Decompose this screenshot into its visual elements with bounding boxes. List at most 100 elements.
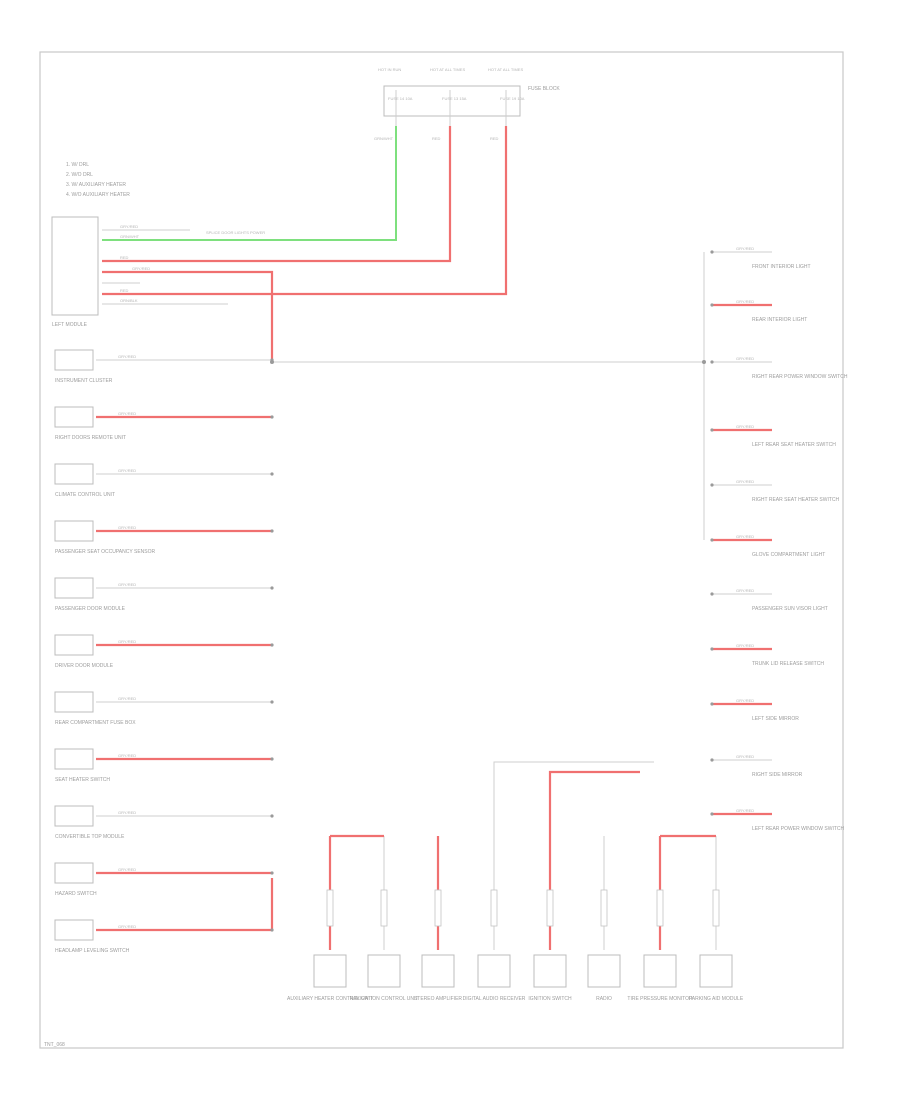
bottom-component-label: AUXILIARY HEATER CONTROL UNIT xyxy=(287,996,373,1002)
left-component-box xyxy=(54,691,94,713)
wire-end-node xyxy=(710,250,714,254)
fuse-top-label: HOT AT ALL TIMES xyxy=(488,67,523,72)
bottom-component-box xyxy=(313,954,347,988)
right-component-wire-label: GRY/RED xyxy=(736,534,754,539)
left-component-wire-label: GRY/RED xyxy=(118,867,136,872)
fuse-box xyxy=(383,85,521,117)
right-component-label: LEFT REAR POWER WINDOW SWITCH xyxy=(752,826,845,832)
feed-wire-red xyxy=(102,126,508,296)
header-wire-label: GRY/RED xyxy=(132,266,150,271)
bottom-component-box xyxy=(533,954,567,988)
wire-end-node xyxy=(710,483,714,487)
left-component-label: INSTRUMENT CLUSTER xyxy=(55,378,113,384)
diagram-frame xyxy=(39,51,844,1049)
bottom-feed-wire xyxy=(493,761,654,836)
right-component-wire-label: GRY/RED xyxy=(736,643,754,648)
left-component-box xyxy=(54,349,94,371)
bottom-component-box xyxy=(477,954,511,988)
bottom-component-label: RADIO xyxy=(596,996,612,1002)
left-component-label: HAZARD SWITCH xyxy=(55,891,97,897)
fuse-wire-label: RED xyxy=(490,136,499,141)
fuse-block: FUSE BLOCK HOT IN RUN FUSE 14 10A GRN/WH… xyxy=(374,67,560,141)
legend: 1. W/ DRL 2. W/O DRL 3. W/ AUXILIARY HEA… xyxy=(66,162,130,198)
wire-end-node xyxy=(710,758,714,762)
fuse-box-label: FUSE BLOCK xyxy=(528,86,560,92)
right-component-wire-label: GRY/RED xyxy=(736,479,754,484)
connector xyxy=(546,889,554,927)
bottom-component-label: IGNITION SWITCH xyxy=(528,996,572,1002)
left-component-box xyxy=(54,406,94,428)
header-wire-label: GRN/WHT xyxy=(120,234,140,239)
wire-end-node xyxy=(710,303,714,307)
fuse-top-label: HOT IN RUN xyxy=(378,67,401,72)
left-component-label: SEAT HEATER SWITCH xyxy=(55,777,110,783)
left-component-wire-label: GRY/RED xyxy=(118,411,136,416)
left-component-label: CLIMATE CONTROL UNIT xyxy=(55,492,115,498)
footer-code: TNT_068 xyxy=(44,1042,65,1048)
left-component-wire-label: GRY/RED xyxy=(118,924,136,929)
bottom-feed-wire xyxy=(548,770,640,836)
left-component-wire-label: GRY/RED xyxy=(118,639,136,644)
wire-end-node xyxy=(710,592,714,596)
fuse-wire-label: RED xyxy=(432,136,441,141)
connector xyxy=(434,889,442,927)
wire-end-node xyxy=(270,529,274,533)
bottom-component-label: PARKING AID MODULE xyxy=(689,996,744,1002)
left-component-wire-label: GRY/RED xyxy=(118,468,136,473)
right-component-wire-label: GRY/RED xyxy=(736,698,754,703)
wire-end-node xyxy=(270,700,274,704)
wire-end-node xyxy=(270,814,274,818)
connector xyxy=(656,889,664,927)
left-component-label: RIGHT DOORS REMOTE UNIT xyxy=(55,435,126,441)
wire-end-node xyxy=(710,702,714,706)
bottom-component-label: NAVIGATION CONTROL UNIT xyxy=(350,996,419,1002)
header-wire-label: RED xyxy=(120,288,129,293)
wire-end-node xyxy=(710,428,714,432)
left-component-label: CONVERTIBLE TOP MODULE xyxy=(55,834,125,840)
right-component-wire-label: GRY/RED xyxy=(736,356,754,361)
left-component-box xyxy=(54,634,94,656)
feed-wire-green xyxy=(102,126,397,241)
central-module: LEFT MODULE GRY/RED GRN/WHT RED GRY/RED … xyxy=(51,216,265,328)
connector xyxy=(712,889,720,927)
right-component-label: PASSENGER SUN VISOR LIGHT xyxy=(752,606,828,612)
right-component-wire-label: GRY/RED xyxy=(736,299,754,304)
legend-item: 4. W/O AUXILIARY HEATER xyxy=(66,192,130,198)
right-component-wire-label: GRY/RED xyxy=(736,246,754,251)
right-component-label: TRUNK LID RELEASE SWITCH xyxy=(752,661,824,667)
right-component-wire-label: GRY/RED xyxy=(736,588,754,593)
connector xyxy=(380,889,388,927)
right-component-label: GLOVE COMPARTMENT LIGHT xyxy=(752,552,825,558)
wire-end-node xyxy=(270,871,274,875)
wire-end-node xyxy=(270,928,274,932)
left-components: GRY/RED INSTRUMENT CLUSTER GRY/RED RIGHT DO… xyxy=(54,349,274,954)
left-component-wire-label: GRY/RED xyxy=(118,354,136,359)
right-component-wire-label: GRY/RED xyxy=(736,808,754,813)
wire-end-node xyxy=(270,415,274,419)
feed-wire-red xyxy=(102,270,274,362)
header-wire-label: ORN/BLK xyxy=(120,298,138,303)
central-module-label: LEFT MODULE xyxy=(52,322,88,328)
bottom-component-box xyxy=(699,954,733,988)
fuse-top-label: HOT AT ALL TIMES xyxy=(430,67,465,72)
wire-end-node xyxy=(270,757,274,761)
left-component-box xyxy=(54,748,94,770)
left-component-box xyxy=(54,577,94,599)
left-component-wire-label: GRY/RED xyxy=(118,525,136,530)
feed-wire-red xyxy=(102,126,452,263)
fuse-mid-label: FUSE 13 15A xyxy=(442,96,467,101)
splice-node xyxy=(702,360,706,364)
wire-end-node xyxy=(270,358,274,362)
fuse-mid-label: FUSE 19 10A xyxy=(500,96,525,101)
wire-end-node xyxy=(270,643,274,647)
right-component-label: RIGHT SIDE MIRROR xyxy=(752,772,803,778)
bottom-component-box xyxy=(421,954,455,988)
left-component-wire xyxy=(96,878,274,932)
bottom-components: AUXILIARY HEATER CONTROL UNITNAVIGATION … xyxy=(287,761,744,1002)
legend-item: 2. W/O DRL xyxy=(66,172,93,178)
bottom-component-label: DIGITAL AUDIO RECEIVER xyxy=(463,996,526,1002)
left-component-box xyxy=(54,463,94,485)
left-component-wire-label: GRY/RED xyxy=(118,696,136,701)
